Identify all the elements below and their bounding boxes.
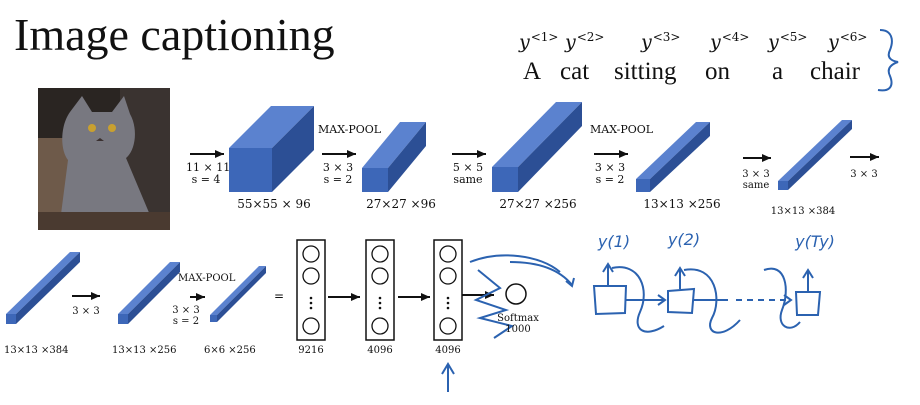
rnn-output-label-2: y(2) (667, 230, 701, 249)
slide-title: Image captioning (14, 9, 335, 60)
op6-label: 3 × 3 (850, 169, 878, 180)
caption-brace (877, 29, 899, 92)
vol4-label: 13×13 ×256 (643, 197, 721, 211)
softmax-scribble (469, 254, 561, 339)
vol1-label: 55×55 × 96 (237, 197, 311, 211)
vol5-label: 13×13 ×384 (770, 206, 836, 217)
volume-27x27x256 (492, 102, 582, 192)
fc-layer-4096-a (365, 239, 395, 341)
rnn-output-label-1: y(1) (597, 232, 631, 251)
fc-layer-4096-b (433, 239, 463, 341)
volume-13x13x384-row2 (6, 252, 80, 324)
y-label-3: y<3> (641, 30, 681, 53)
fc2-label: 4096 (367, 345, 393, 356)
volume-13x13x256 (636, 122, 710, 192)
fc-layer-9216 (296, 239, 326, 341)
handwritten-arrow-to-rnn (509, 261, 573, 286)
caption-word-6: chair (810, 58, 860, 85)
volume-13x13x384 (778, 120, 852, 190)
fc3-label: 4096 (435, 345, 461, 356)
maxpool2-label: MAX-POOL (590, 123, 654, 136)
cat-photo (38, 88, 170, 230)
vol8-label: 6×6 ×256 (204, 345, 256, 356)
rnn-output-label-3: y(Ty) (795, 232, 835, 251)
volume-6x6x256-row2 (210, 266, 266, 322)
rnn-cell-2 (667, 287, 696, 315)
rnn-cell-1 (592, 285, 628, 316)
y-label-1: y<1> (519, 30, 559, 53)
caption-word-1: A (523, 58, 542, 85)
handwritten-rnn (592, 262, 822, 334)
caption-word-2: cat (560, 58, 590, 85)
op7-label: 3 × 3 (72, 306, 100, 317)
rnn-feedback-3 (763, 267, 801, 329)
volume-27x27x96 (362, 122, 426, 192)
vol3-label: 27×27 ×256 (499, 197, 577, 211)
y-label-5: y<5> (768, 30, 808, 53)
softmax-node (505, 283, 527, 305)
rnn-feedback-2 (683, 268, 741, 334)
volume-55x55x96 (229, 106, 314, 192)
maxpool1-label: MAX-POOL (318, 123, 382, 136)
caption-word-4: on (705, 58, 730, 85)
fc1-label: 9216 (298, 345, 324, 356)
y-label-6: y<6> (828, 30, 868, 53)
rnn-cell-3 (794, 291, 822, 316)
volume-13x13x256-row2 (118, 262, 180, 324)
y-label-2: y<2> (565, 30, 605, 53)
vol7-label: 13×13 ×256 (112, 345, 177, 356)
vol6-label: 13×13 ×384 (4, 345, 69, 356)
vol2-label: 27×27 ×96 (366, 197, 436, 211)
rnn-feedback-1 (611, 266, 665, 333)
caption-word-3: sitting (614, 58, 677, 85)
y-label-4: y<4> (710, 30, 750, 53)
maxpool3-label: MAX-POOL (178, 273, 236, 284)
caption-word-5: a (772, 58, 784, 85)
equals-sign: = (273, 289, 285, 303)
